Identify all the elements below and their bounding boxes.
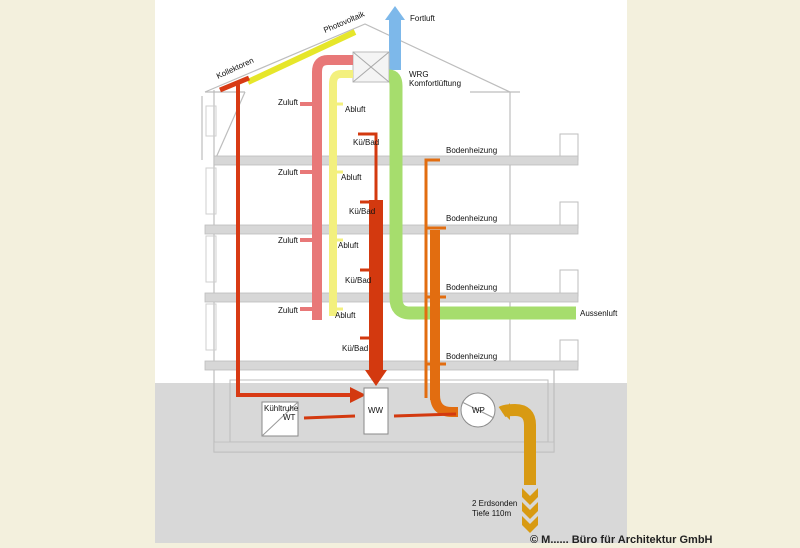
label-kuebad-2: Kü/Bad bbox=[349, 207, 375, 216]
label-abluft-4: Abluft bbox=[335, 311, 356, 320]
label-bodenheizung-1: Bodenheizung bbox=[446, 146, 497, 155]
ground-probe bbox=[498, 403, 538, 533]
label-abluft-3: Abluft bbox=[338, 241, 359, 250]
label-kuebad-1: Kü/Bad bbox=[353, 138, 379, 147]
label-fortluft: Fortluft bbox=[410, 14, 436, 23]
label-wrg: WRG bbox=[409, 70, 429, 79]
credit-line: © M...... Büro für Architektur GmbH bbox=[530, 534, 713, 543]
solar-collector-line bbox=[236, 84, 366, 403]
ww-wp-line bbox=[393, 412, 457, 418]
label-zuluft-3: Zuluft bbox=[278, 236, 299, 245]
ground-area bbox=[155, 383, 627, 543]
label-bodenheizung-3: Bodenheizung bbox=[446, 283, 497, 292]
kollektoren-panel bbox=[219, 75, 250, 93]
label-abluft-2: Abluft bbox=[341, 173, 362, 182]
label-komfortlueftung: Komfortlüftung bbox=[409, 79, 461, 88]
ww-tank bbox=[363, 387, 389, 435]
label-bodenheizung-2: Bodenheizung bbox=[446, 214, 497, 223]
aussenluft-duct bbox=[388, 69, 576, 320]
label-abluft-1: Abluft bbox=[345, 105, 366, 114]
fortluft-duct bbox=[385, 6, 405, 70]
kuehltruhe-unit bbox=[261, 401, 299, 437]
kuehltruhe-line bbox=[303, 414, 356, 420]
label-ww: WW bbox=[368, 406, 384, 415]
photovoltaik-panel bbox=[246, 29, 357, 85]
zuluft-duct bbox=[300, 55, 353, 320]
label-wt: WT bbox=[283, 413, 296, 422]
label-kuehltruhe: Kühltruhe bbox=[264, 404, 299, 413]
label-wp: WP bbox=[472, 406, 485, 415]
warmwater-risers bbox=[358, 132, 387, 386]
wrg-unit bbox=[352, 51, 390, 83]
abluft-duct bbox=[329, 70, 354, 316]
label-tiefe: Tiefe 110m bbox=[472, 509, 511, 518]
label-aussenluft: Aussenluft bbox=[580, 309, 618, 318]
label-zuluft-1: Zuluft bbox=[278, 98, 299, 107]
label-zuluft-2: Zuluft bbox=[278, 168, 299, 177]
label-erdsonden: 2 Erdsonden bbox=[472, 499, 517, 508]
label-kuebad-3: Kü/Bad bbox=[345, 276, 371, 285]
label-bodenheizung-4: Bodenheizung bbox=[446, 352, 497, 361]
label-zuluft-4: Zuluft bbox=[278, 306, 299, 315]
wp-heatpump bbox=[460, 392, 496, 428]
label-kuebad-4: Kü/Bad bbox=[342, 344, 368, 353]
heating-pipes bbox=[424, 158, 458, 417]
